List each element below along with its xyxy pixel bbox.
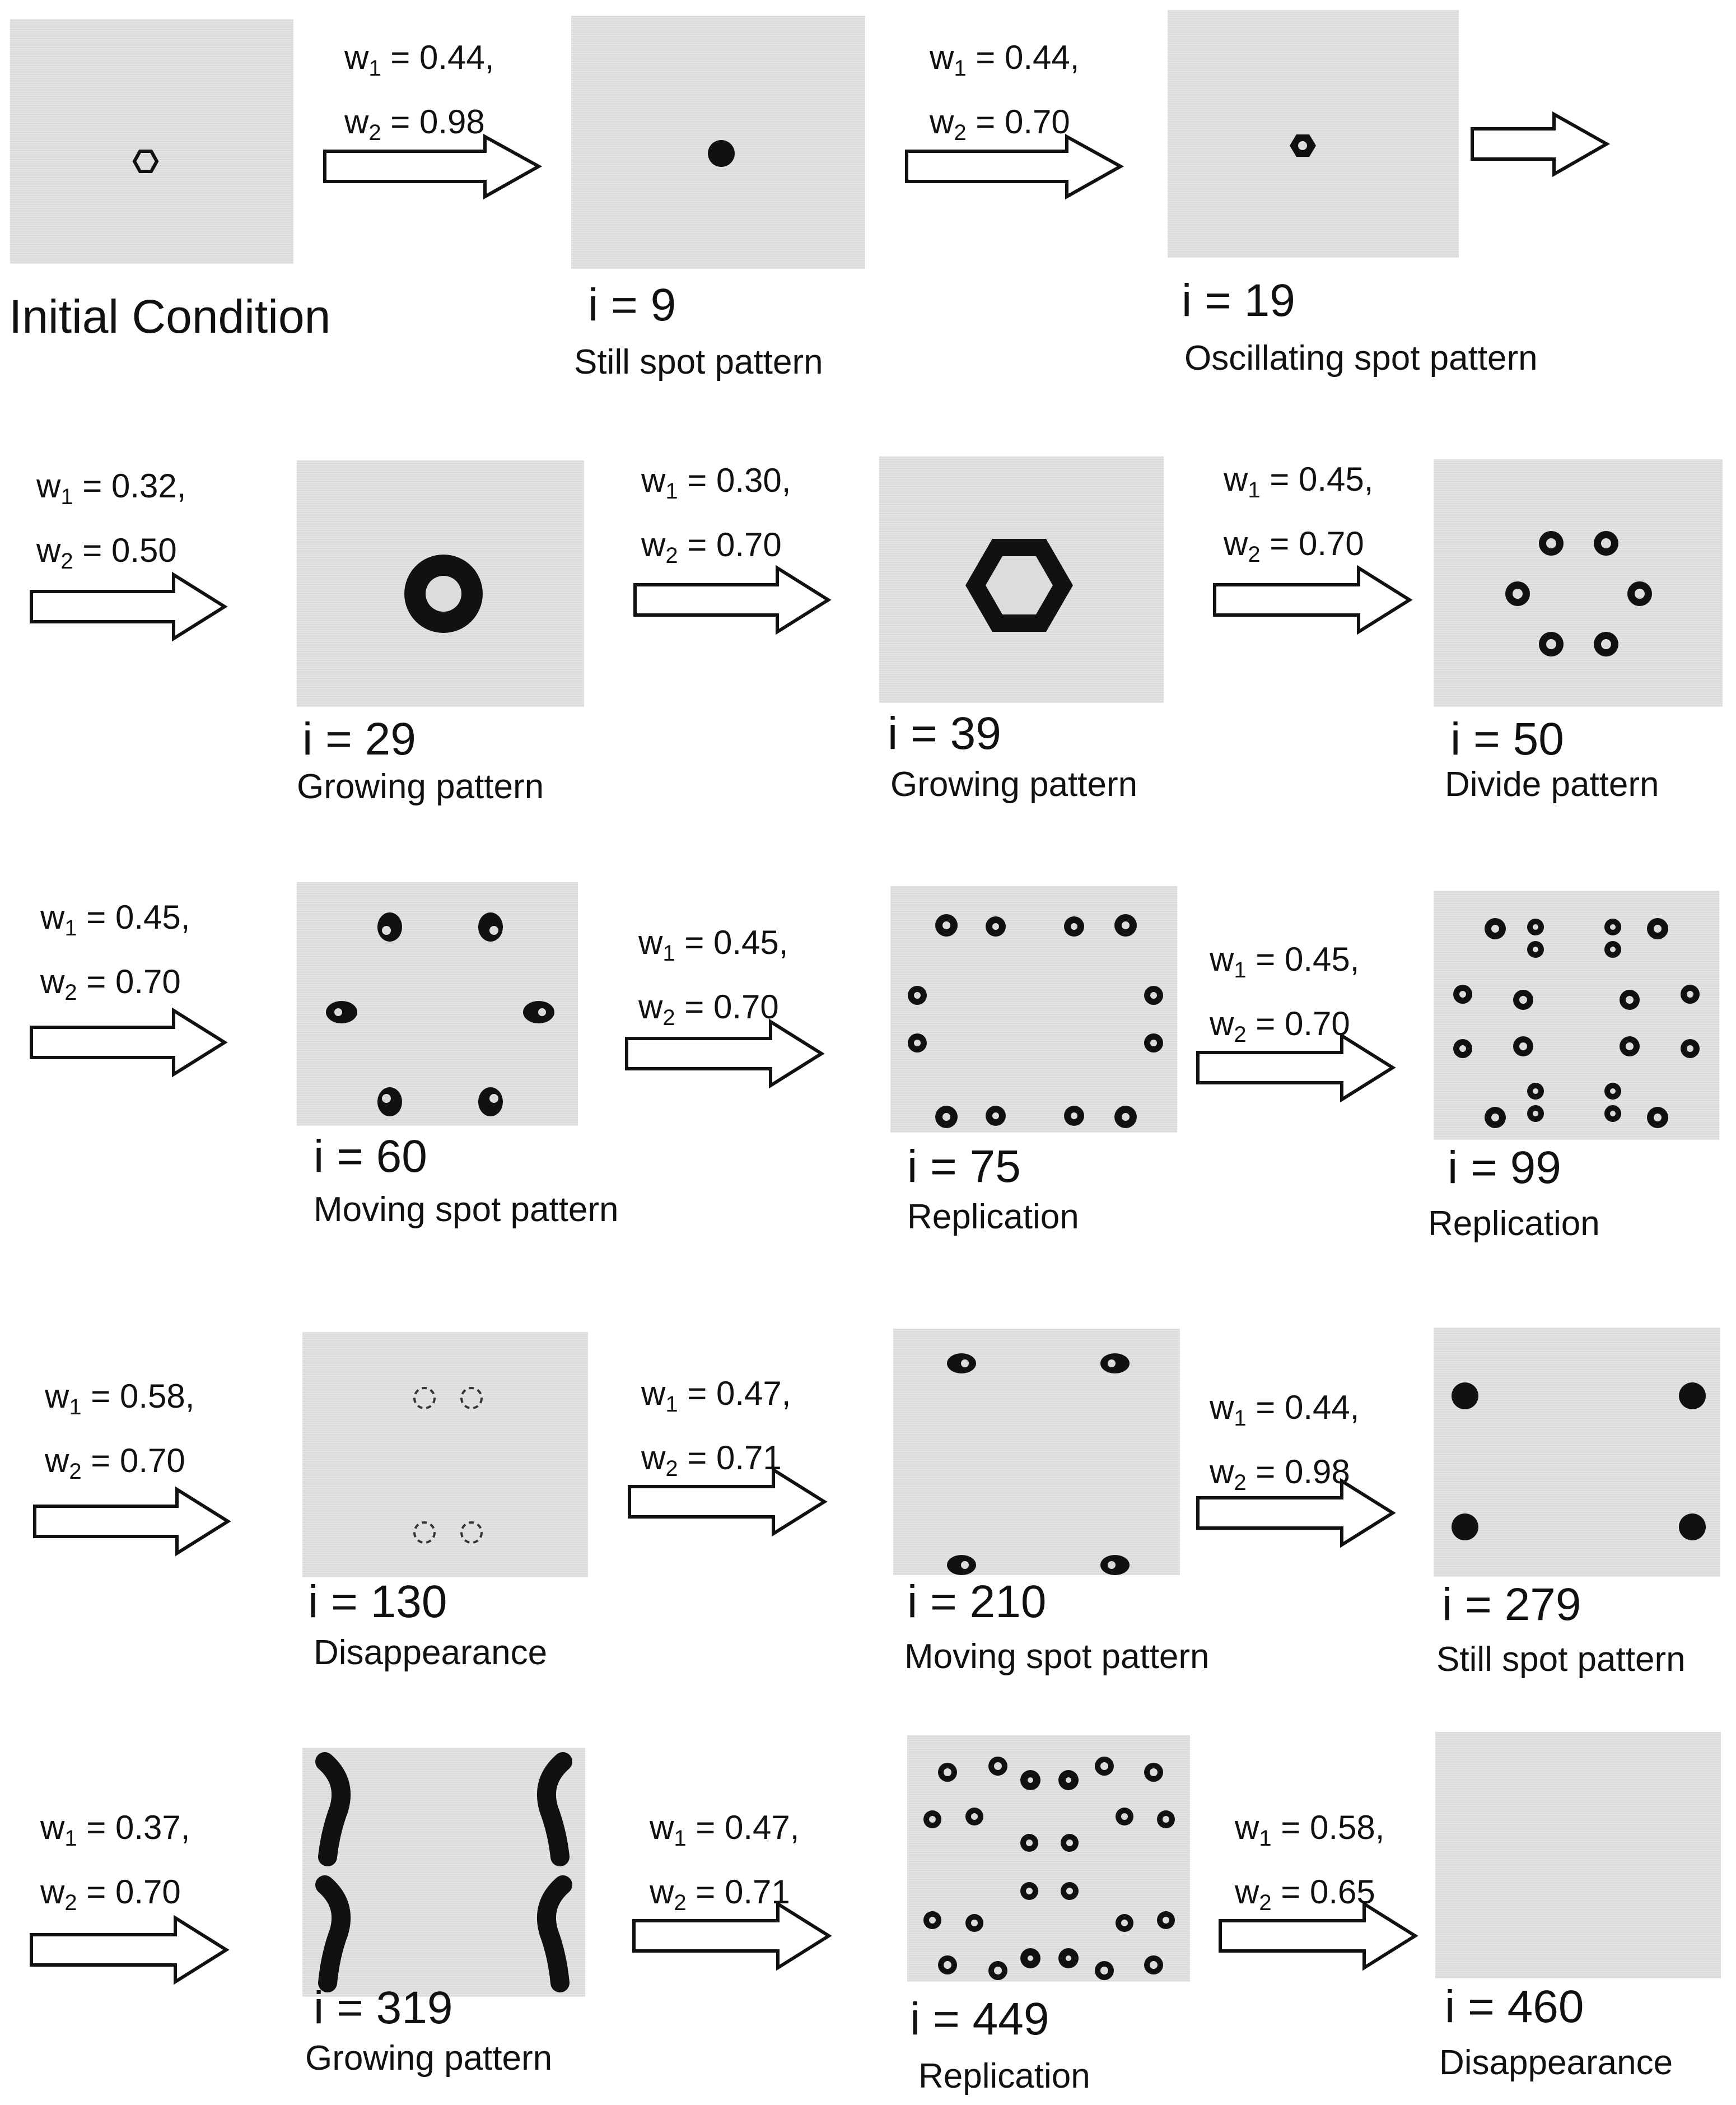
iteration-label: i = 210 <box>907 1576 1047 1627</box>
pattern-panel-i99 <box>1434 891 1719 1140</box>
iteration-label: i = 75 <box>907 1141 1021 1192</box>
pattern-panel-i449 <box>907 1735 1190 1982</box>
pattern-description: Growing pattern <box>297 767 544 806</box>
transition-arrow-13 <box>29 1915 230 1985</box>
transition-arrow-14 <box>632 1901 832 1971</box>
pattern-description: Disappearance <box>314 1633 548 1672</box>
transition-params-1: w1 = 0.44, w2 = 0.98 <box>344 39 494 145</box>
iteration-label: i = 39 <box>888 708 1001 759</box>
transition-arrow-4 <box>29 571 228 642</box>
pattern-panel-i319 <box>302 1748 585 1997</box>
transition-params-14: w1 = 0.47, w2 = 0.71 <box>650 1809 800 1915</box>
iteration-label: i = 130 <box>308 1576 447 1627</box>
pattern-description: Growing pattern <box>890 765 1138 804</box>
pattern-panel-i19 <box>1168 10 1459 258</box>
transition-arrow-7 <box>29 1007 228 1078</box>
transition-params-5: w1 = 0.30, w2 = 0.70 <box>641 462 791 568</box>
pattern-description: Moving spot pattern <box>314 1190 619 1229</box>
pattern-description: Replication <box>918 2057 1090 2095</box>
transition-params-12: w1 = 0.44, w2 = 0.98 <box>1210 1389 1360 1495</box>
pattern-description: Replication <box>907 1198 1079 1236</box>
pattern-description: Oscillating spot pattern <box>1184 339 1538 378</box>
pattern-panel-i460 <box>1435 1732 1721 1978</box>
iteration-label: i = 29 <box>302 714 416 765</box>
pattern-description: Moving spot pattern <box>904 1637 1210 1676</box>
transition-params-4: w1 = 0.32, w2 = 0.50 <box>36 467 186 574</box>
transition-arrow-2 <box>904 133 1124 200</box>
pattern-description: Still spot pattern <box>574 343 823 381</box>
transition-arrow-10 <box>32 1486 231 1557</box>
transition-params-8: w1 = 0.45, w2 = 0.70 <box>638 924 788 1030</box>
pattern-panel-i75 <box>890 886 1177 1133</box>
pattern-panel-i130 <box>302 1332 588 1577</box>
transition-arrow-15 <box>1218 1901 1418 1971</box>
transition-params-13: w1 = 0.37, w2 = 0.70 <box>40 1809 190 1915</box>
transition-params-9: w1 = 0.45, w2 = 0.70 <box>1210 940 1360 1047</box>
transition-arrow-5 <box>633 565 832 635</box>
pattern-description: Still spot pattern <box>1436 1640 1686 1679</box>
initial-condition-label: Initial Condition <box>9 290 331 343</box>
transition-arrow-11 <box>627 1466 828 1537</box>
pattern-description: Divide pattern <box>1445 765 1659 804</box>
pattern-panel-i210 <box>893 1329 1180 1575</box>
iteration-label: i = 279 <box>1442 1579 1581 1630</box>
iteration-label: i = 99 <box>1448 1142 1561 1193</box>
pattern-panel-i39 <box>879 457 1164 703</box>
pattern-panel-initial <box>10 19 293 264</box>
transition-arrow-12 <box>1196 1478 1396 1548</box>
pattern-description: Growing pattern <box>305 2039 553 2078</box>
iteration-label: i = 319 <box>314 1982 453 2033</box>
transition-params-6: w1 = 0.45, w2 = 0.70 <box>1224 460 1374 567</box>
transition-params-7: w1 = 0.45, w2 = 0.70 <box>40 898 190 1005</box>
transition-params-2: w1 = 0.44, w2 = 0.70 <box>930 39 1080 145</box>
iteration-label: i = 460 <box>1445 1981 1584 2032</box>
iteration-label: i = 9 <box>588 280 676 330</box>
pattern-panel-i60 <box>297 882 578 1126</box>
transition-arrow-1 <box>323 133 543 200</box>
pattern-description: Replication <box>1428 1204 1600 1243</box>
pattern-panel-i29 <box>297 460 584 707</box>
pattern-panel-i279 <box>1434 1328 1720 1577</box>
transition-params-15: w1 = 0.58, w2 = 0.65 <box>1235 1809 1385 1915</box>
transition-params-11: w1 = 0.47, w2 = 0.71 <box>641 1375 791 1481</box>
transition-arrow-9 <box>1196 1032 1396 1103</box>
pattern-panel-i9 <box>571 16 865 269</box>
iteration-label: i = 50 <box>1450 714 1564 765</box>
transition-params-10: w1 = 0.58, w2 = 0.70 <box>45 1377 195 1484</box>
pattern-panel-i50 <box>1434 459 1723 707</box>
transition-arrow-6 <box>1212 565 1413 635</box>
transition-arrow-8 <box>624 1018 825 1089</box>
transition-arrow-3 <box>1470 111 1611 178</box>
iteration-label: i = 19 <box>1182 275 1295 326</box>
iteration-label: i = 449 <box>910 1994 1049 2045</box>
pattern-description: Disappearance <box>1439 2043 1673 2082</box>
iteration-label: i = 60 <box>314 1131 427 1182</box>
